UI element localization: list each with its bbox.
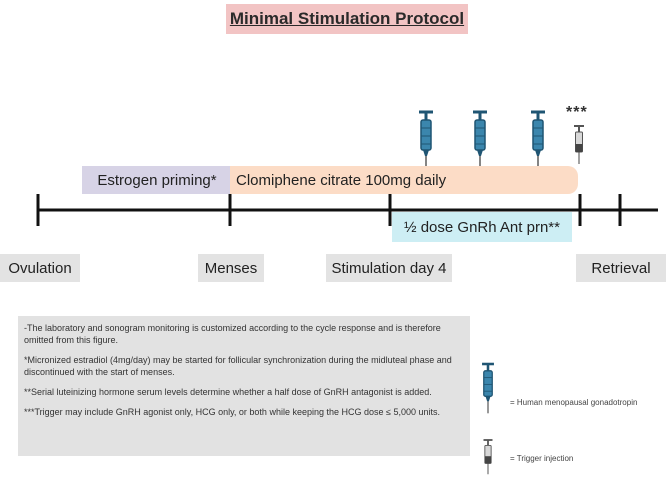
gnrh-antagonist-bar: ½ dose GnRh Ant prn** [392,212,572,242]
phase-stimulation-day-4: Stimulation day 4 [326,254,452,282]
trigger-syringe-icon [573,125,585,165]
trigger-marker: *** [566,104,588,121]
estrogen-priming-bar: Estrogen priming* [82,166,232,194]
footnote-lh: **Serial luteinizing hormone serum level… [24,387,432,397]
diagram-title: Minimal Stimulation Protocol [226,4,468,34]
phase-retrieval: Retrieval [576,254,666,282]
footnote-trigger: ***Trigger may include GnRH agonist only… [24,407,440,417]
phase-ovulation: Ovulation [0,254,80,282]
hmg-syringe-icon-2 [471,110,489,172]
legend-hmg-label: = Human menopausal gonadotropin [510,398,638,407]
footnotes-box: -The laboratory and sonogram monitoring … [18,316,470,456]
hmg-syringe-icon-1 [417,110,435,172]
hmg-syringe-icon-3 [529,110,547,172]
legend-hmg-icon [480,362,496,415]
phase-menses: Menses [198,254,264,282]
legend-trigger-icon [482,439,494,476]
clomiphene-bar: Clomiphene citrate 100mg daily [230,166,578,194]
footnote-estradiol: *Micronized estradiol (4mg/day) may be s… [24,355,452,377]
footnote-monitoring: -The laboratory and sonogram monitoring … [24,323,441,345]
legend-trigger-label: = Trigger injection [510,454,574,463]
